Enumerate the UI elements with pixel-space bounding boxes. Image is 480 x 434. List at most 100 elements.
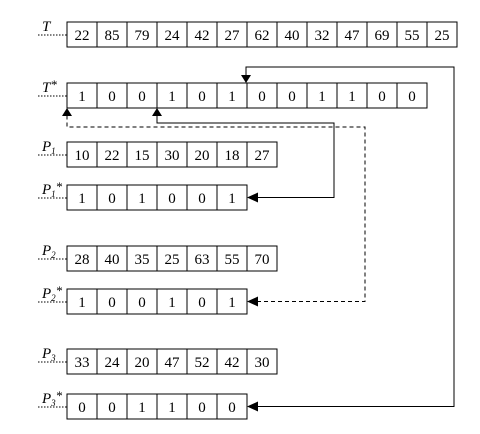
row-label: P2 xyxy=(41,243,56,260)
row-label-star: * xyxy=(56,388,63,403)
row-label-subscript: 1 xyxy=(51,189,56,199)
cell-value: 40 xyxy=(285,28,300,44)
cell-value: 1 xyxy=(348,89,356,105)
array-cell xyxy=(96,184,128,211)
cell-value: 18 xyxy=(225,148,240,164)
array-cell xyxy=(246,348,278,375)
cell-value: 24 xyxy=(105,355,121,371)
cell-value: 20 xyxy=(135,355,150,371)
array-cell xyxy=(66,393,98,420)
cell-value: 27 xyxy=(255,148,271,164)
connector-p2s xyxy=(62,108,366,307)
cell-value: 24 xyxy=(165,28,181,44)
array-cell xyxy=(66,141,98,168)
cell-value: 1 xyxy=(228,191,236,207)
array-cell xyxy=(66,348,98,375)
cell-value: 30 xyxy=(165,148,180,164)
cell-value: 0 xyxy=(168,191,176,207)
cell-value: 55 xyxy=(405,28,420,44)
row-label-letter: P xyxy=(41,286,51,302)
cell-value: 63 xyxy=(195,252,210,268)
cell-value: 25 xyxy=(165,252,180,268)
cell-value: 0 xyxy=(378,89,386,105)
array-cell xyxy=(246,82,278,109)
array-cell xyxy=(156,393,188,420)
array-cell xyxy=(306,82,338,109)
arrowhead-left xyxy=(247,296,258,307)
cell-value: 15 xyxy=(135,148,150,164)
array-cell xyxy=(246,245,278,272)
cell-value: 0 xyxy=(228,400,236,416)
array-cell xyxy=(276,21,308,48)
cell-value: 52 xyxy=(195,355,210,371)
cell-value: 22 xyxy=(75,28,90,44)
connector-p3s xyxy=(241,66,455,412)
cell-value: 1 xyxy=(78,191,86,207)
connector-path xyxy=(66,115,366,302)
array-cell xyxy=(186,288,218,315)
row-label-subscript: 3 xyxy=(50,353,56,363)
cell-value: 1 xyxy=(168,400,176,416)
row-label-subscript: 1 xyxy=(51,146,56,156)
cell-value: 1 xyxy=(228,89,236,105)
cell-value: 1 xyxy=(318,89,326,105)
cell-value: 1 xyxy=(228,295,236,311)
connector-path xyxy=(245,66,455,407)
array-cell xyxy=(216,288,248,315)
cell-value: 1 xyxy=(168,295,176,311)
cell-value: 27 xyxy=(225,28,241,44)
array-cell xyxy=(216,348,248,375)
cell-value: 70 xyxy=(255,252,270,268)
cell-value: 0 xyxy=(138,295,146,311)
cell-value: 47 xyxy=(165,355,181,371)
connectors-layer xyxy=(62,66,455,412)
cell-value: 32 xyxy=(315,28,330,44)
array-cell xyxy=(216,393,248,420)
array-cell xyxy=(126,82,158,109)
arrowhead-left xyxy=(247,401,258,412)
row-label-letter: P xyxy=(41,391,51,407)
array-cell xyxy=(186,21,218,48)
cell-value: 20 xyxy=(195,148,210,164)
array-cell xyxy=(336,82,368,109)
row-label-star: * xyxy=(50,77,57,92)
array-cell xyxy=(156,245,188,272)
cell-value: 0 xyxy=(198,191,206,207)
cell-value: 35 xyxy=(135,252,150,268)
cell-value: 1 xyxy=(78,295,86,311)
arrowhead-up xyxy=(62,108,72,116)
cell-value: 1 xyxy=(168,89,176,105)
cell-value: 0 xyxy=(258,89,266,105)
cell-value: 0 xyxy=(138,89,146,105)
cell-value: 0 xyxy=(108,295,116,311)
row-label: T* xyxy=(42,77,57,96)
row-label-star: * xyxy=(56,179,63,194)
row-label: P3* xyxy=(41,388,63,408)
cell-value: 28 xyxy=(75,252,90,268)
cell-value: 1 xyxy=(138,400,146,416)
connector-path xyxy=(156,115,335,198)
row-label-letter: P xyxy=(41,346,51,362)
cell-value: 85 xyxy=(105,28,120,44)
connector-p1s xyxy=(152,108,335,203)
row-label-letter: T xyxy=(42,80,52,96)
cell-value: 0 xyxy=(108,400,116,416)
array-cell xyxy=(186,348,218,375)
cell-value: 33 xyxy=(75,355,90,371)
array-cell xyxy=(126,348,158,375)
arrowhead-up xyxy=(152,108,162,116)
array-cell xyxy=(66,82,98,109)
array-cell xyxy=(96,393,128,420)
array-cell xyxy=(216,141,248,168)
cell-value: 30 xyxy=(255,355,270,371)
row-label-subscript: 2 xyxy=(51,293,56,303)
arrowhead-left xyxy=(247,192,258,203)
row-label: P3 xyxy=(41,346,56,363)
